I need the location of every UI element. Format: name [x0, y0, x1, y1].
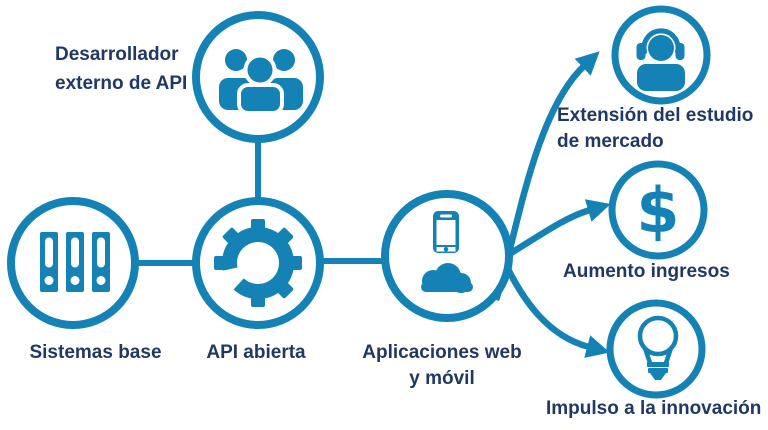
node-desarrollador-externo-api: [192, 11, 324, 143]
gear-icon: [214, 219, 302, 307]
label-aumento-ingresos: Aumento ingresos: [563, 259, 730, 285]
cloud-icon: [421, 263, 473, 293]
label-line: Sistemas base: [29, 342, 162, 363]
label-line: Aumento ingresos: [563, 261, 730, 282]
label-desarrollador-externo-api: Desarrollador externo de API: [55, 40, 230, 98]
binders-icon: [40, 232, 110, 292]
label-aplicaciones-web-movil: Aplicaciones web y móvil: [351, 340, 533, 392]
label-impulso-innovacion: Impulso a la innovación: [546, 396, 761, 422]
label-line: de mercado: [557, 131, 664, 152]
label-line: y móvil: [409, 368, 475, 389]
node-aplicaciones-web-movil: [381, 190, 513, 322]
label-line: Extensión del estudio: [557, 105, 754, 126]
arrow-to-aumento: [498, 199, 611, 263]
node-circle: [608, 160, 708, 260]
node-circle: [381, 190, 513, 322]
node-api-abierta: [192, 197, 324, 329]
label-line: Desarrollador: [55, 44, 179, 65]
node-impulso-innovacion: [606, 299, 706, 399]
people-group-icon: [219, 49, 303, 115]
node-sistemas-base: [7, 197, 139, 329]
node-aumento-ingresos: $: [608, 160, 708, 260]
label-line: API abierta: [206, 342, 306, 363]
node-extension-estudio-mercado: [611, 5, 711, 105]
label-api-abierta: API abierta: [176, 340, 336, 366]
label-sistemas-base: Sistemas base: [13, 340, 178, 366]
dollar-icon: $: [636, 174, 679, 247]
smartphone-cloud-icon: [421, 211, 473, 293]
label-line: Aplicaciones web: [362, 342, 522, 363]
lightbulb-icon: [637, 315, 679, 380]
headset-person-icon: [636, 28, 685, 91]
label-line: Impulso a la innovación: [546, 398, 762, 419]
label-line: externo de API: [55, 73, 188, 94]
label-extension-estudio-mercado: Extensión del estudio de mercado: [557, 103, 753, 155]
